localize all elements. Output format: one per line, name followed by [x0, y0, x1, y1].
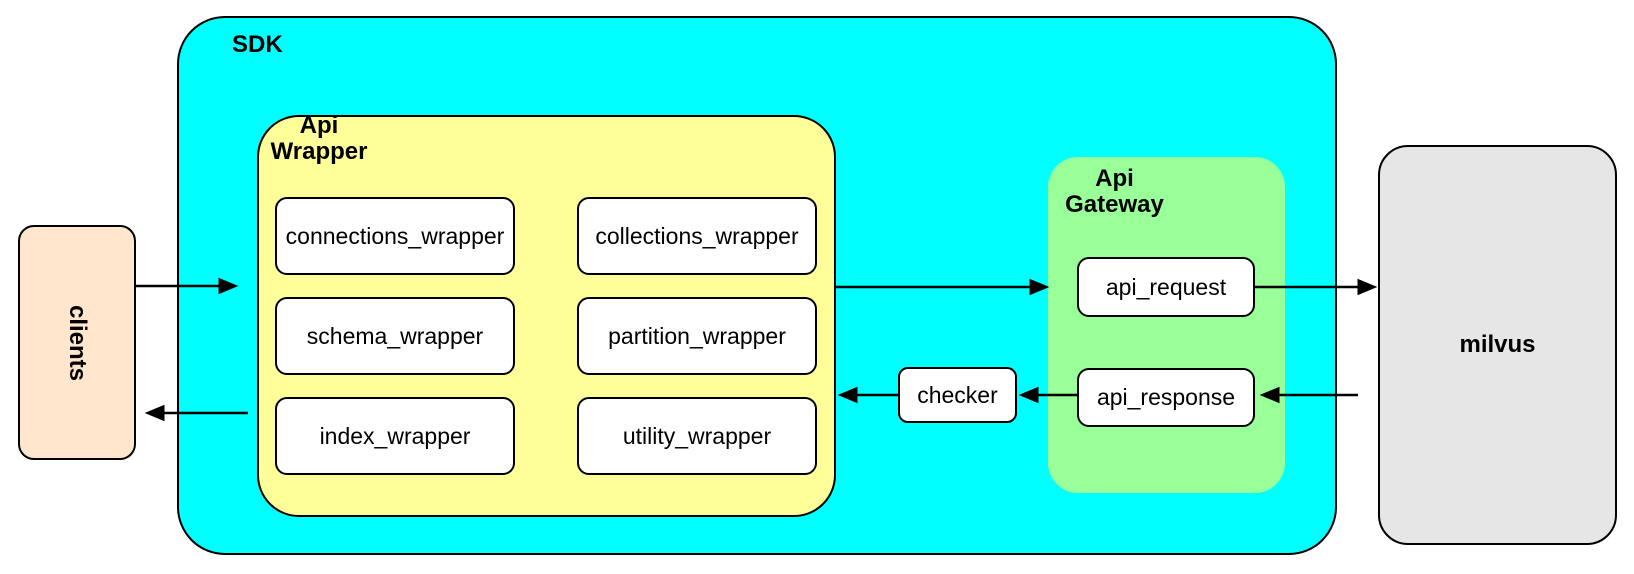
sdk-label: SDK [232, 31, 283, 58]
milvus-label: milvus [1459, 331, 1536, 358]
api-gateway-label: Api Gateway [1065, 165, 1164, 218]
node-connections-wrapper: connections_wrapper [275, 197, 515, 275]
clients-box: clients [18, 225, 136, 460]
node-schema-wrapper: schema_wrapper [275, 297, 515, 375]
node-checker: checker [898, 367, 1017, 423]
node-api-request: api_request [1077, 257, 1255, 317]
node-partition-wrapper: partition_wrapper [577, 297, 817, 375]
node-utility-wrapper: utility_wrapper [577, 397, 817, 475]
api-gateway-container [1048, 157, 1285, 493]
node-index-wrapper: index_wrapper [275, 397, 515, 475]
node-collections-wrapper: collections_wrapper [577, 197, 817, 275]
node-api-response: api_response [1077, 368, 1255, 427]
milvus-box: milvus [1378, 145, 1617, 545]
clients-label: clients [64, 304, 91, 381]
api-wrapper-label: Api Wrapper [270, 112, 368, 165]
